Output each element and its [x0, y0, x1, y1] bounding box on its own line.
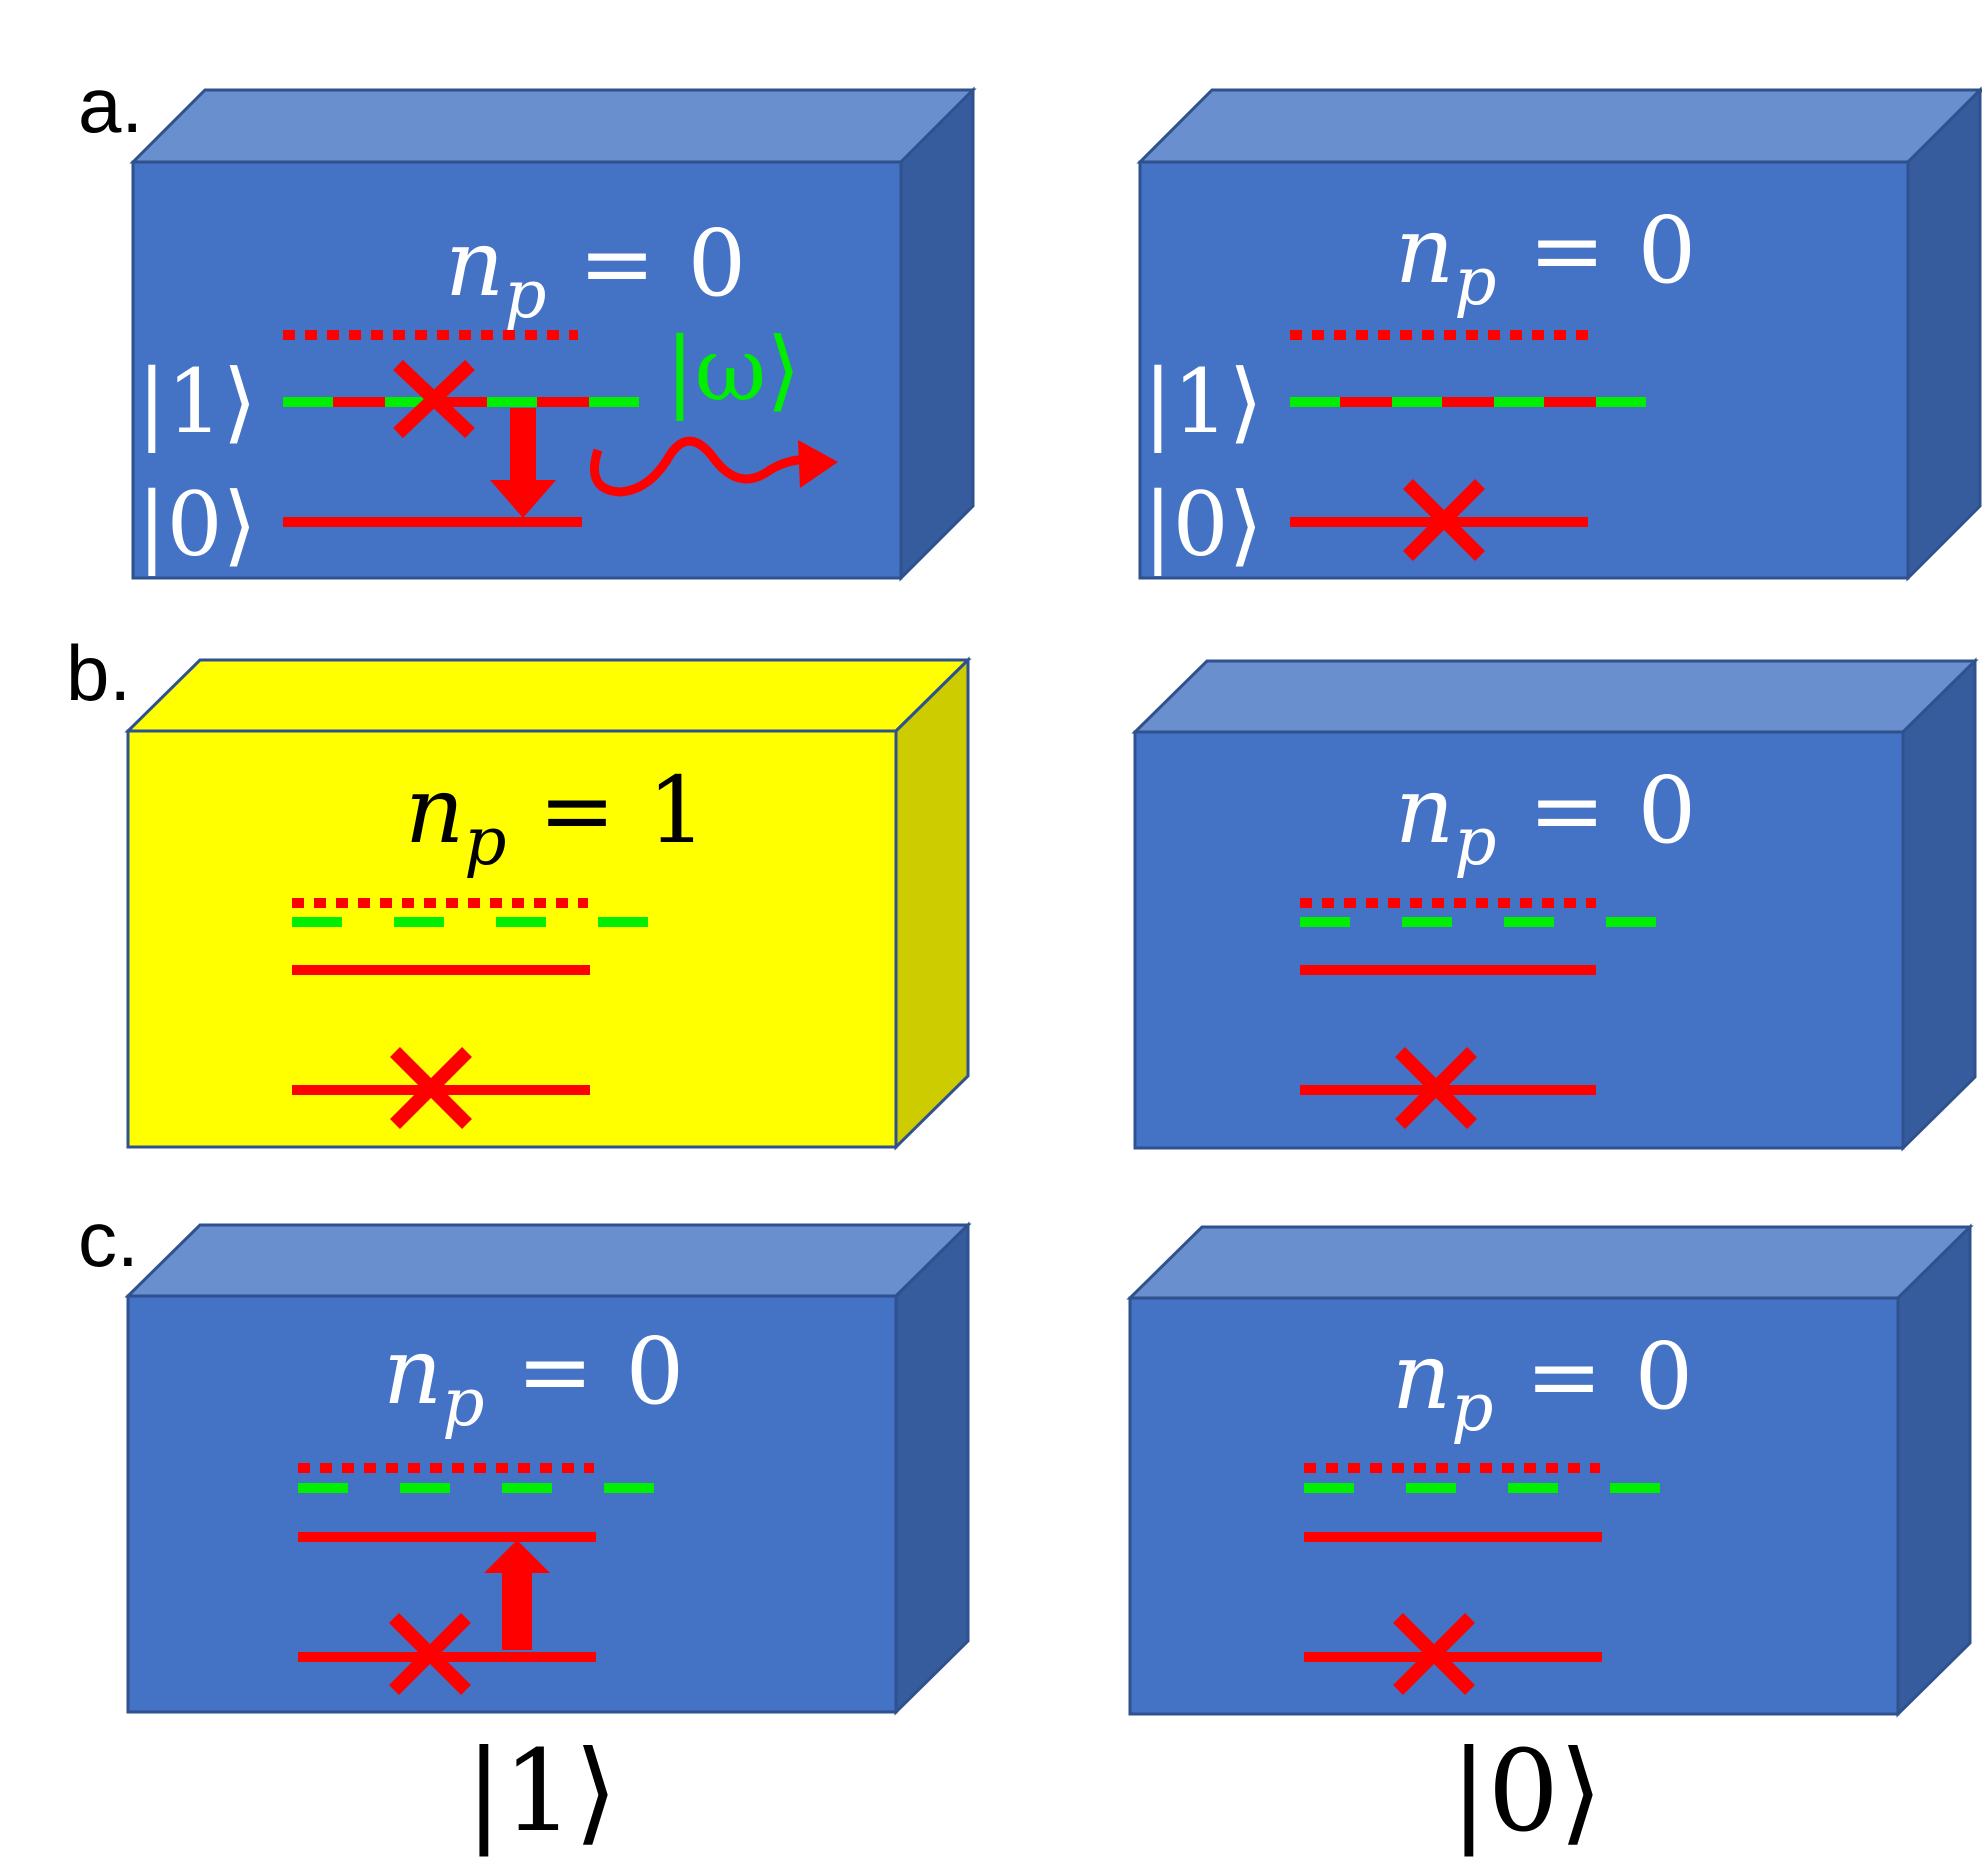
- np-label: np=1: [405, 757, 706, 880]
- np-label: np=0: [1395, 757, 1696, 880]
- box-top-face: [1126, 1225, 1974, 1300]
- box-side-face: [899, 86, 975, 582]
- ket-one-label: |1⟩: [1143, 350, 1263, 453]
- box-top-face: [1136, 88, 1982, 164]
- box-front-face: [1138, 160, 1910, 580]
- np-label: np=0: [1395, 197, 1696, 320]
- cross-marker-icon: [1393, 1613, 1475, 1695]
- row-label-a: a.: [78, 61, 143, 149]
- cross-marker-icon: [389, 1613, 471, 1695]
- box-c-right: np=0: [1126, 1223, 1974, 1718]
- box-top-face: [1131, 659, 1979, 734]
- cross-marker-icon: [393, 359, 475, 439]
- ket-one-label: |1⟩: [137, 350, 257, 453]
- cross-marker-icon: [1403, 479, 1485, 561]
- box-side-face: [894, 656, 970, 1151]
- box-top-face: [124, 1223, 972, 1298]
- wavy-photon-arrow-icon: [590, 436, 822, 497]
- box-b-left: np=1: [124, 656, 972, 1151]
- np-label: np=0: [383, 1318, 684, 1441]
- box-side-face: [894, 1221, 970, 1716]
- up-arrow-icon: [484, 1540, 550, 1650]
- box-side-face: [1896, 1223, 1972, 1718]
- box-a-left: np=0 |1⟩ |0⟩ |ω⟩: [129, 86, 977, 582]
- cross-marker-icon: [1395, 1047, 1477, 1129]
- ket-zero-label: |0⟩: [1143, 473, 1263, 576]
- box-c-left: np=0: [124, 1221, 972, 1716]
- ket-omega-label: |ω⟩: [665, 318, 801, 421]
- row-label-c: c.: [78, 1195, 139, 1283]
- ket-zero-label: |0⟩: [137, 473, 257, 576]
- box-side-face: [1901, 657, 1977, 1152]
- box-b-right: np=0: [1131, 657, 1979, 1152]
- column-label-zero: |0⟩: [1450, 1727, 1603, 1857]
- np-label: np=0: [445, 210, 746, 333]
- box-top-face: [129, 88, 977, 164]
- box-top-face: [124, 658, 972, 733]
- box-front-face: [126, 729, 898, 1149]
- photon-arrowhead: [798, 440, 838, 488]
- box-a-right: np=0 |1⟩ |0⟩: [1136, 86, 1982, 582]
- box-front-face: [1133, 730, 1905, 1150]
- row-label-b: b.: [66, 629, 131, 717]
- down-arrow-icon: [490, 408, 556, 518]
- cross-marker-icon: [390, 1047, 472, 1129]
- box-front-face: [1128, 1296, 1900, 1716]
- box-side-face: [1906, 86, 1982, 582]
- np-label: np=0: [1392, 1323, 1693, 1446]
- column-label-one: |1⟩: [465, 1727, 618, 1857]
